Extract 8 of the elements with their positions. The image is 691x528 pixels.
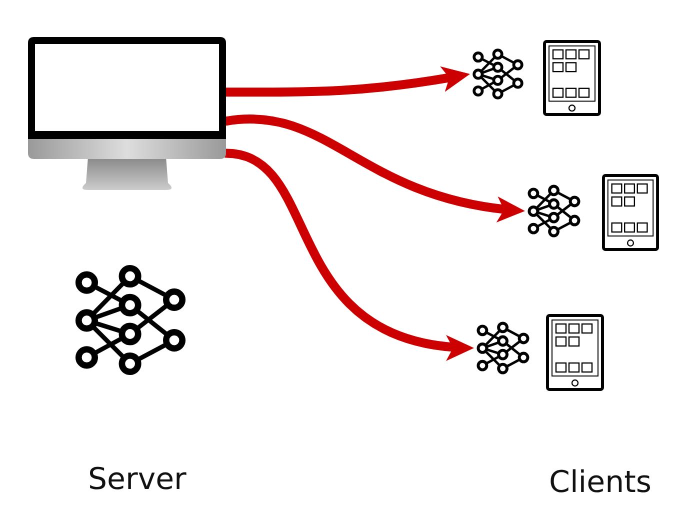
neural-network-icon: [474, 319, 532, 377]
monitor-icon: [28, 37, 226, 190]
tablet-icon: [546, 314, 604, 391]
group-label: Server: [88, 465, 186, 495]
group-label: Clients: [549, 468, 652, 498]
tablet-icon: [543, 40, 601, 116]
tablet-icon: [602, 174, 659, 251]
neural-network-icon: [525, 182, 583, 240]
